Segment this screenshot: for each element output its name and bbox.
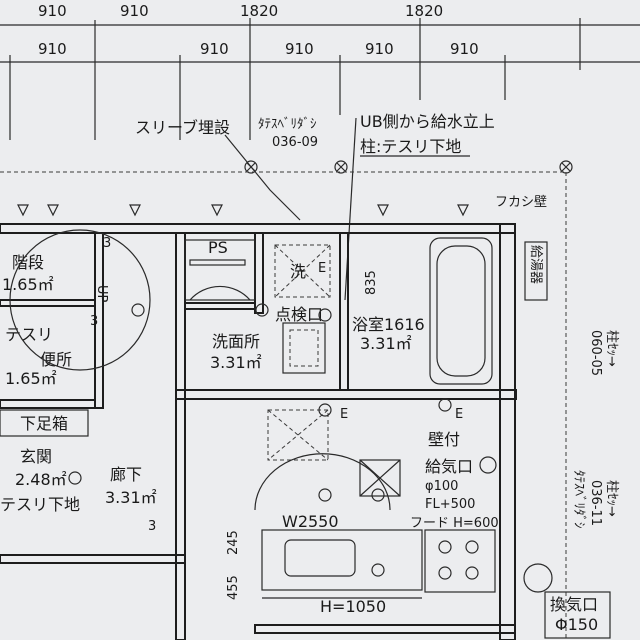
dim-second-4: 910 <box>365 40 394 58</box>
grid-markers <box>0 160 573 640</box>
fixtures <box>9 229 553 593</box>
genkan-label: 玄関 <box>20 447 52 466</box>
senmen-area: 3.31㎡ <box>210 353 262 372</box>
fukashi-note: フカシ壁 <box>495 195 547 210</box>
three-marker-3: 3 <box>148 519 156 534</box>
tesuri-label: テスリ <box>5 325 53 344</box>
hood-label: フード H=600 <box>410 516 499 531</box>
dim-second-2: 910 <box>200 40 229 58</box>
tatesu-code: 036-09 <box>272 135 318 150</box>
walls <box>0 223 517 640</box>
h-height-label: H=1050 <box>320 597 386 616</box>
dim-top-4: 1820 <box>405 2 443 20</box>
dimension-lines <box>0 18 640 140</box>
dim-top-2: 910 <box>120 2 149 20</box>
bath-label: 浴室1616 <box>352 315 425 334</box>
up-label: UP <box>94 285 109 303</box>
kaidan-label: 階段 <box>12 253 44 272</box>
kyuki-label: 給気口 <box>425 457 473 476</box>
boiler-label: 給湯器 <box>528 245 543 284</box>
side-code-1b: 柱ｾｯ→ <box>604 330 619 367</box>
shoebox-label: 下足箱 <box>20 414 68 433</box>
bath-area: 3.31㎡ <box>360 334 412 353</box>
dim-second-3: 910 <box>285 40 314 58</box>
three-marker-2: 3 <box>90 314 98 329</box>
side-code-1: 060-05 <box>588 330 603 376</box>
dim-245: 245 <box>226 530 241 555</box>
senmen-label: 洗面所 <box>212 332 260 351</box>
genkan-area: 2.48㎡ <box>15 470 67 489</box>
dim-top-3: 1820 <box>240 2 278 20</box>
sleeve-note: スリーブ埋設 <box>135 118 230 137</box>
tenken-label: 点検口 <box>275 305 323 324</box>
side-tatesu: ﾀﾃｽﾍﾞﾘﾀﾞｼ <box>571 470 586 529</box>
w-width-label: W2550 <box>282 512 339 531</box>
kyuki-height: FL+500 <box>425 497 475 512</box>
e-marker-2: E <box>455 407 463 422</box>
sen-box-label: 洗 <box>290 262 306 281</box>
wall-mounted-label: 壁付 <box>428 430 460 449</box>
tatesu-label: ﾀﾃｽﾍﾞﾘﾀﾞｼ <box>258 117 317 132</box>
side-code-2: 036-11 <box>588 480 603 526</box>
ub-note-line2: 柱:テスリ下地 <box>360 137 461 156</box>
kyuki-size: φ100 <box>425 479 458 494</box>
ub-note-line1: UB側から給水立上 <box>360 112 495 131</box>
dim-second-1: 910 <box>38 40 67 58</box>
ps-label: PS <box>208 238 228 257</box>
benjo-label: 便所 <box>40 350 72 369</box>
dim-top-1: 910 <box>38 2 67 20</box>
kaidan-area: 1.65㎡ <box>2 275 54 294</box>
three-marker-1: 3 <box>103 236 111 251</box>
dim-455: 455 <box>226 575 241 600</box>
side-code-2b: 柱ｾｯ→ <box>604 480 619 517</box>
marker-triangles <box>17 204 469 217</box>
kanki-size: Φ150 <box>555 615 598 634</box>
kanki-label: 換気口 <box>550 595 598 614</box>
tesuri-shita-label: テスリ下地 <box>0 495 80 514</box>
rouka-label: 廊下 <box>110 465 142 484</box>
dim-second-5: 910 <box>450 40 479 58</box>
benjo-area: 1.65㎡ <box>5 369 57 388</box>
rouka-area: 3.31㎡ <box>105 488 157 507</box>
e-marker-3: E <box>318 261 326 276</box>
dim-835: 835 <box>364 270 379 295</box>
e-marker-1: E <box>340 407 348 422</box>
